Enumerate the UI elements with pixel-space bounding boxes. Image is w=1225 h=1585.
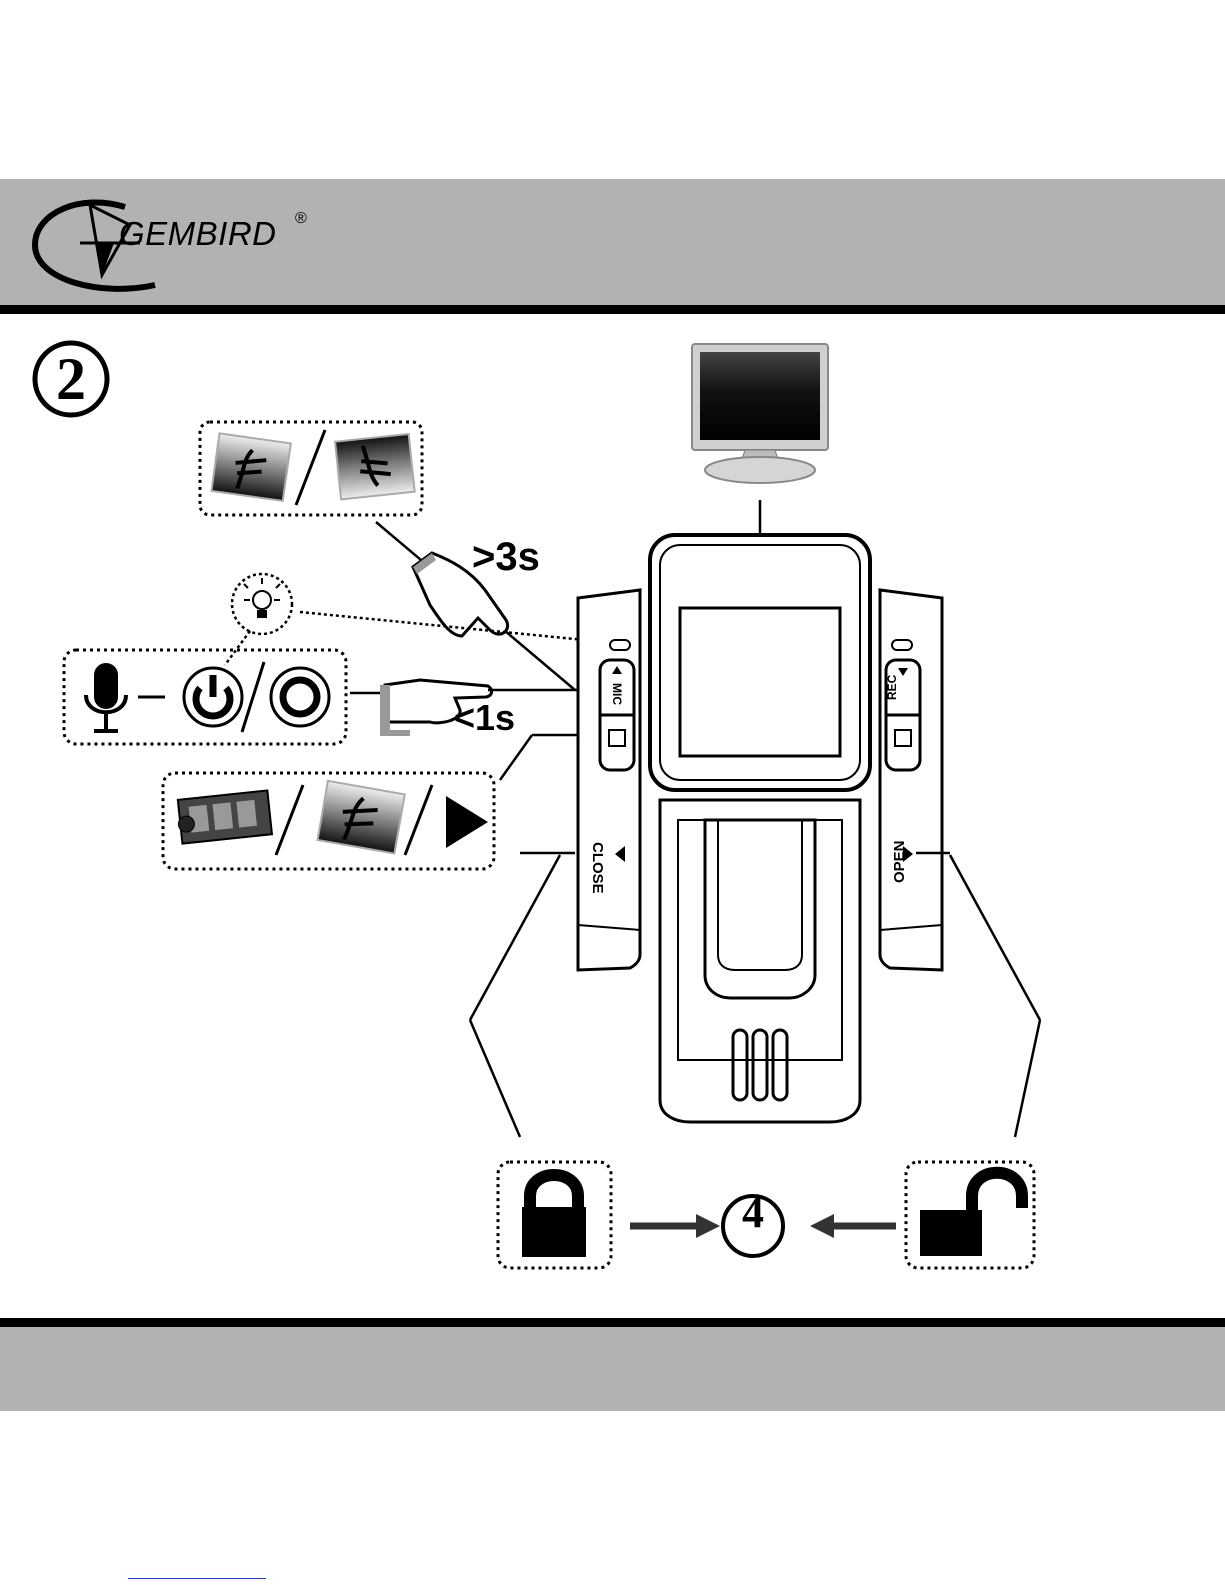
photo-icon bbox=[318, 781, 405, 854]
record-circle-icon bbox=[271, 668, 329, 726]
play-icon bbox=[446, 796, 488, 848]
rotate-photo-icon bbox=[211, 433, 290, 500]
press-short-label: <1s bbox=[454, 697, 515, 739]
footer-link-underline bbox=[128, 1578, 266, 1579]
rec-button-label: REC bbox=[885, 675, 899, 700]
flip-photo-icon bbox=[335, 434, 415, 499]
power-icon bbox=[184, 668, 242, 726]
monitor-icon bbox=[692, 344, 828, 483]
hold-long-label: >3s bbox=[472, 535, 540, 580]
mic-button-label: MIC bbox=[610, 683, 624, 705]
camera-screen bbox=[680, 608, 840, 756]
arrow-right-icon bbox=[630, 1214, 720, 1238]
step-4-number: 4 bbox=[723, 1186, 783, 1240]
open-label: OPEN bbox=[891, 840, 908, 883]
lock-closed-icon bbox=[522, 1175, 586, 1257]
film-strip-icon bbox=[176, 790, 272, 843]
lock-open-icon bbox=[920, 1173, 1022, 1256]
arrow-left-icon bbox=[810, 1214, 896, 1238]
camera-body bbox=[578, 535, 942, 1122]
close-label: CLOSE bbox=[589, 842, 606, 894]
light-bulb-icon bbox=[244, 578, 280, 618]
step-2-number: 2 bbox=[31, 343, 111, 415]
microphone-icon bbox=[86, 663, 126, 731]
